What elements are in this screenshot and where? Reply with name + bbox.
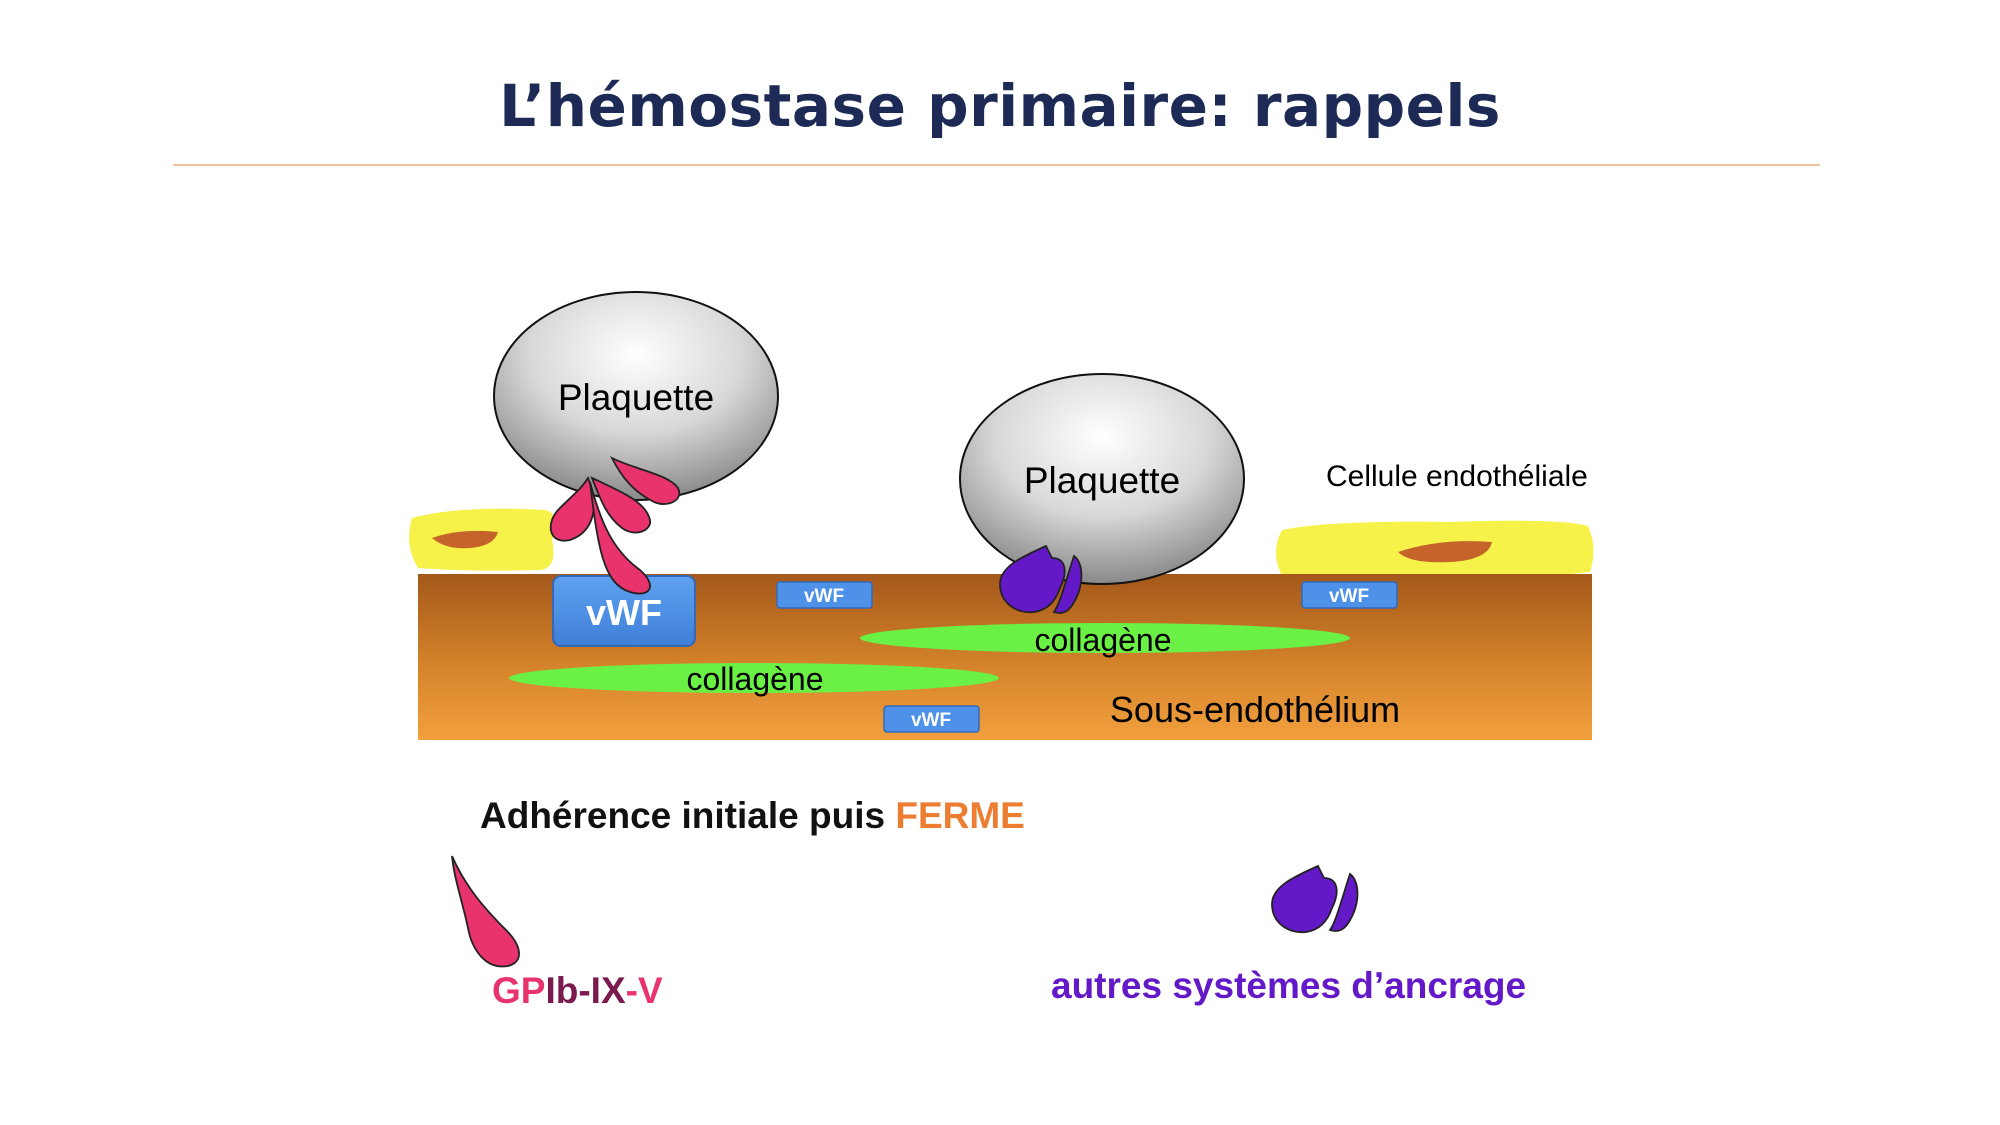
endothelial-cell-right <box>1276 520 1594 583</box>
anchor-legend-label: autres systèmes d’ancrage <box>1051 965 1527 1006</box>
vwf-small-box-1 <box>776 581 873 609</box>
gpib-legend-icon <box>451 855 520 968</box>
vwf-small-label-2: vWF <box>1329 586 1369 607</box>
endothelial-cell-left <box>409 508 555 571</box>
anchor-legend-icon <box>1271 864 1359 934</box>
subendothelium-label: Sous-endothélium <box>1110 689 1400 730</box>
adhesion-caption-text: Adhérence initiale puis <box>480 795 896 836</box>
platelet-right-label: Plaquette <box>1024 460 1180 501</box>
adhesion-caption: Adhérence initiale puis FERME <box>480 795 1025 837</box>
vwf-small-label-1: vWF <box>804 586 844 607</box>
platelet-left-label: Plaquette <box>558 377 714 418</box>
vwf-small-box-2 <box>1301 581 1398 609</box>
vwf-small-box-3 <box>883 705 980 733</box>
vwf-small-label-3: vWF <box>911 710 951 731</box>
gpib-legend-part-ibix: Ib-IX <box>545 970 626 1011</box>
slide-title: L’hémostase primaire: rappels <box>499 72 1501 140</box>
collagen-fiber-left <box>509 663 999 693</box>
vwf-large-label: vWF <box>586 592 662 633</box>
gpib-receptors-left <box>549 455 681 595</box>
gpib-legend-part-gp: GP <box>492 970 546 1011</box>
anchor-receptor-right <box>999 544 1083 614</box>
collagen-fiber-right <box>860 623 1350 653</box>
endothelial-cell-label: Cellule endothéliale <box>1326 460 1588 493</box>
platelet-right <box>959 373 1245 585</box>
gpib-legend-label: GPIb-IX-V <box>492 970 663 1012</box>
adhesion-caption-emphasis: FERME <box>895 795 1025 836</box>
collagen-left-label: collagène <box>687 661 824 697</box>
gpib-legend-part-v: -V <box>625 970 663 1011</box>
collagen-right-label: collagène <box>1035 622 1172 658</box>
title-divider <box>173 164 1820 166</box>
